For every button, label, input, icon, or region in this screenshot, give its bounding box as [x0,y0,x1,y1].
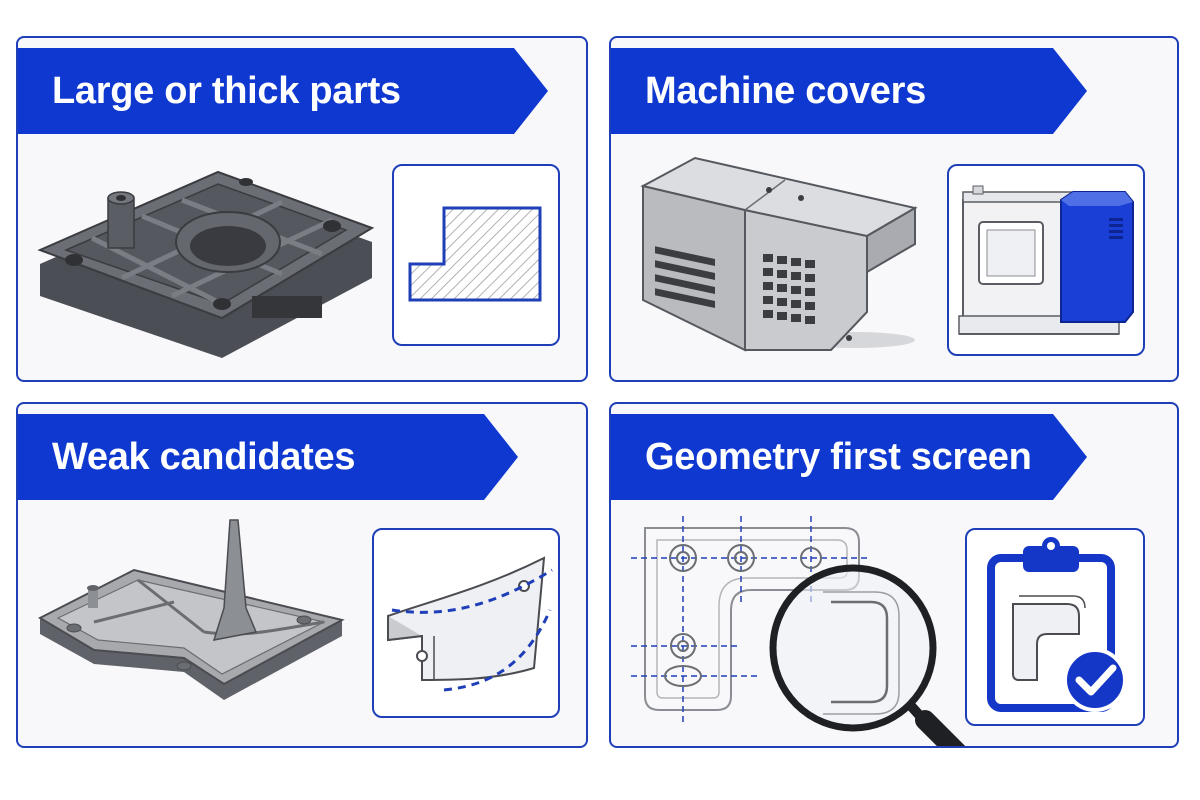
checklist-inset [965,528,1145,726]
thin-tall-rib-part-icon [37,519,345,700]
panel-large-thick-parts: Large or thick parts [16,36,588,382]
warped-sheet-inset [372,528,560,718]
drawing-magnifier-icon [631,516,966,746]
warped-sheet-icon [387,556,553,692]
thick-housing-part-icon [37,170,375,358]
panel-machine-covers: Machine covers [609,36,1179,382]
panel-weak-candidates: Weak candidates [16,402,588,748]
machine-cover-part-icon [640,156,918,352]
panel-title-weak-candidates: Weak candidates [18,414,518,500]
thick-section-crosshatch-icon [408,206,542,302]
panel-title-geometry-first-screen: Geometry first screen [611,414,1087,500]
cnc-machine-inset [947,164,1145,356]
cnc-machine-icon [958,185,1134,335]
panel-title-machine-covers: Machine covers [611,48,1087,134]
panel-title-large-thick-parts: Large or thick parts [18,48,548,134]
thick-section-inset [392,164,560,346]
clipboard-checkmark-icon [987,537,1127,712]
panel-geometry-first-screen: Geometry first screen [609,402,1179,748]
